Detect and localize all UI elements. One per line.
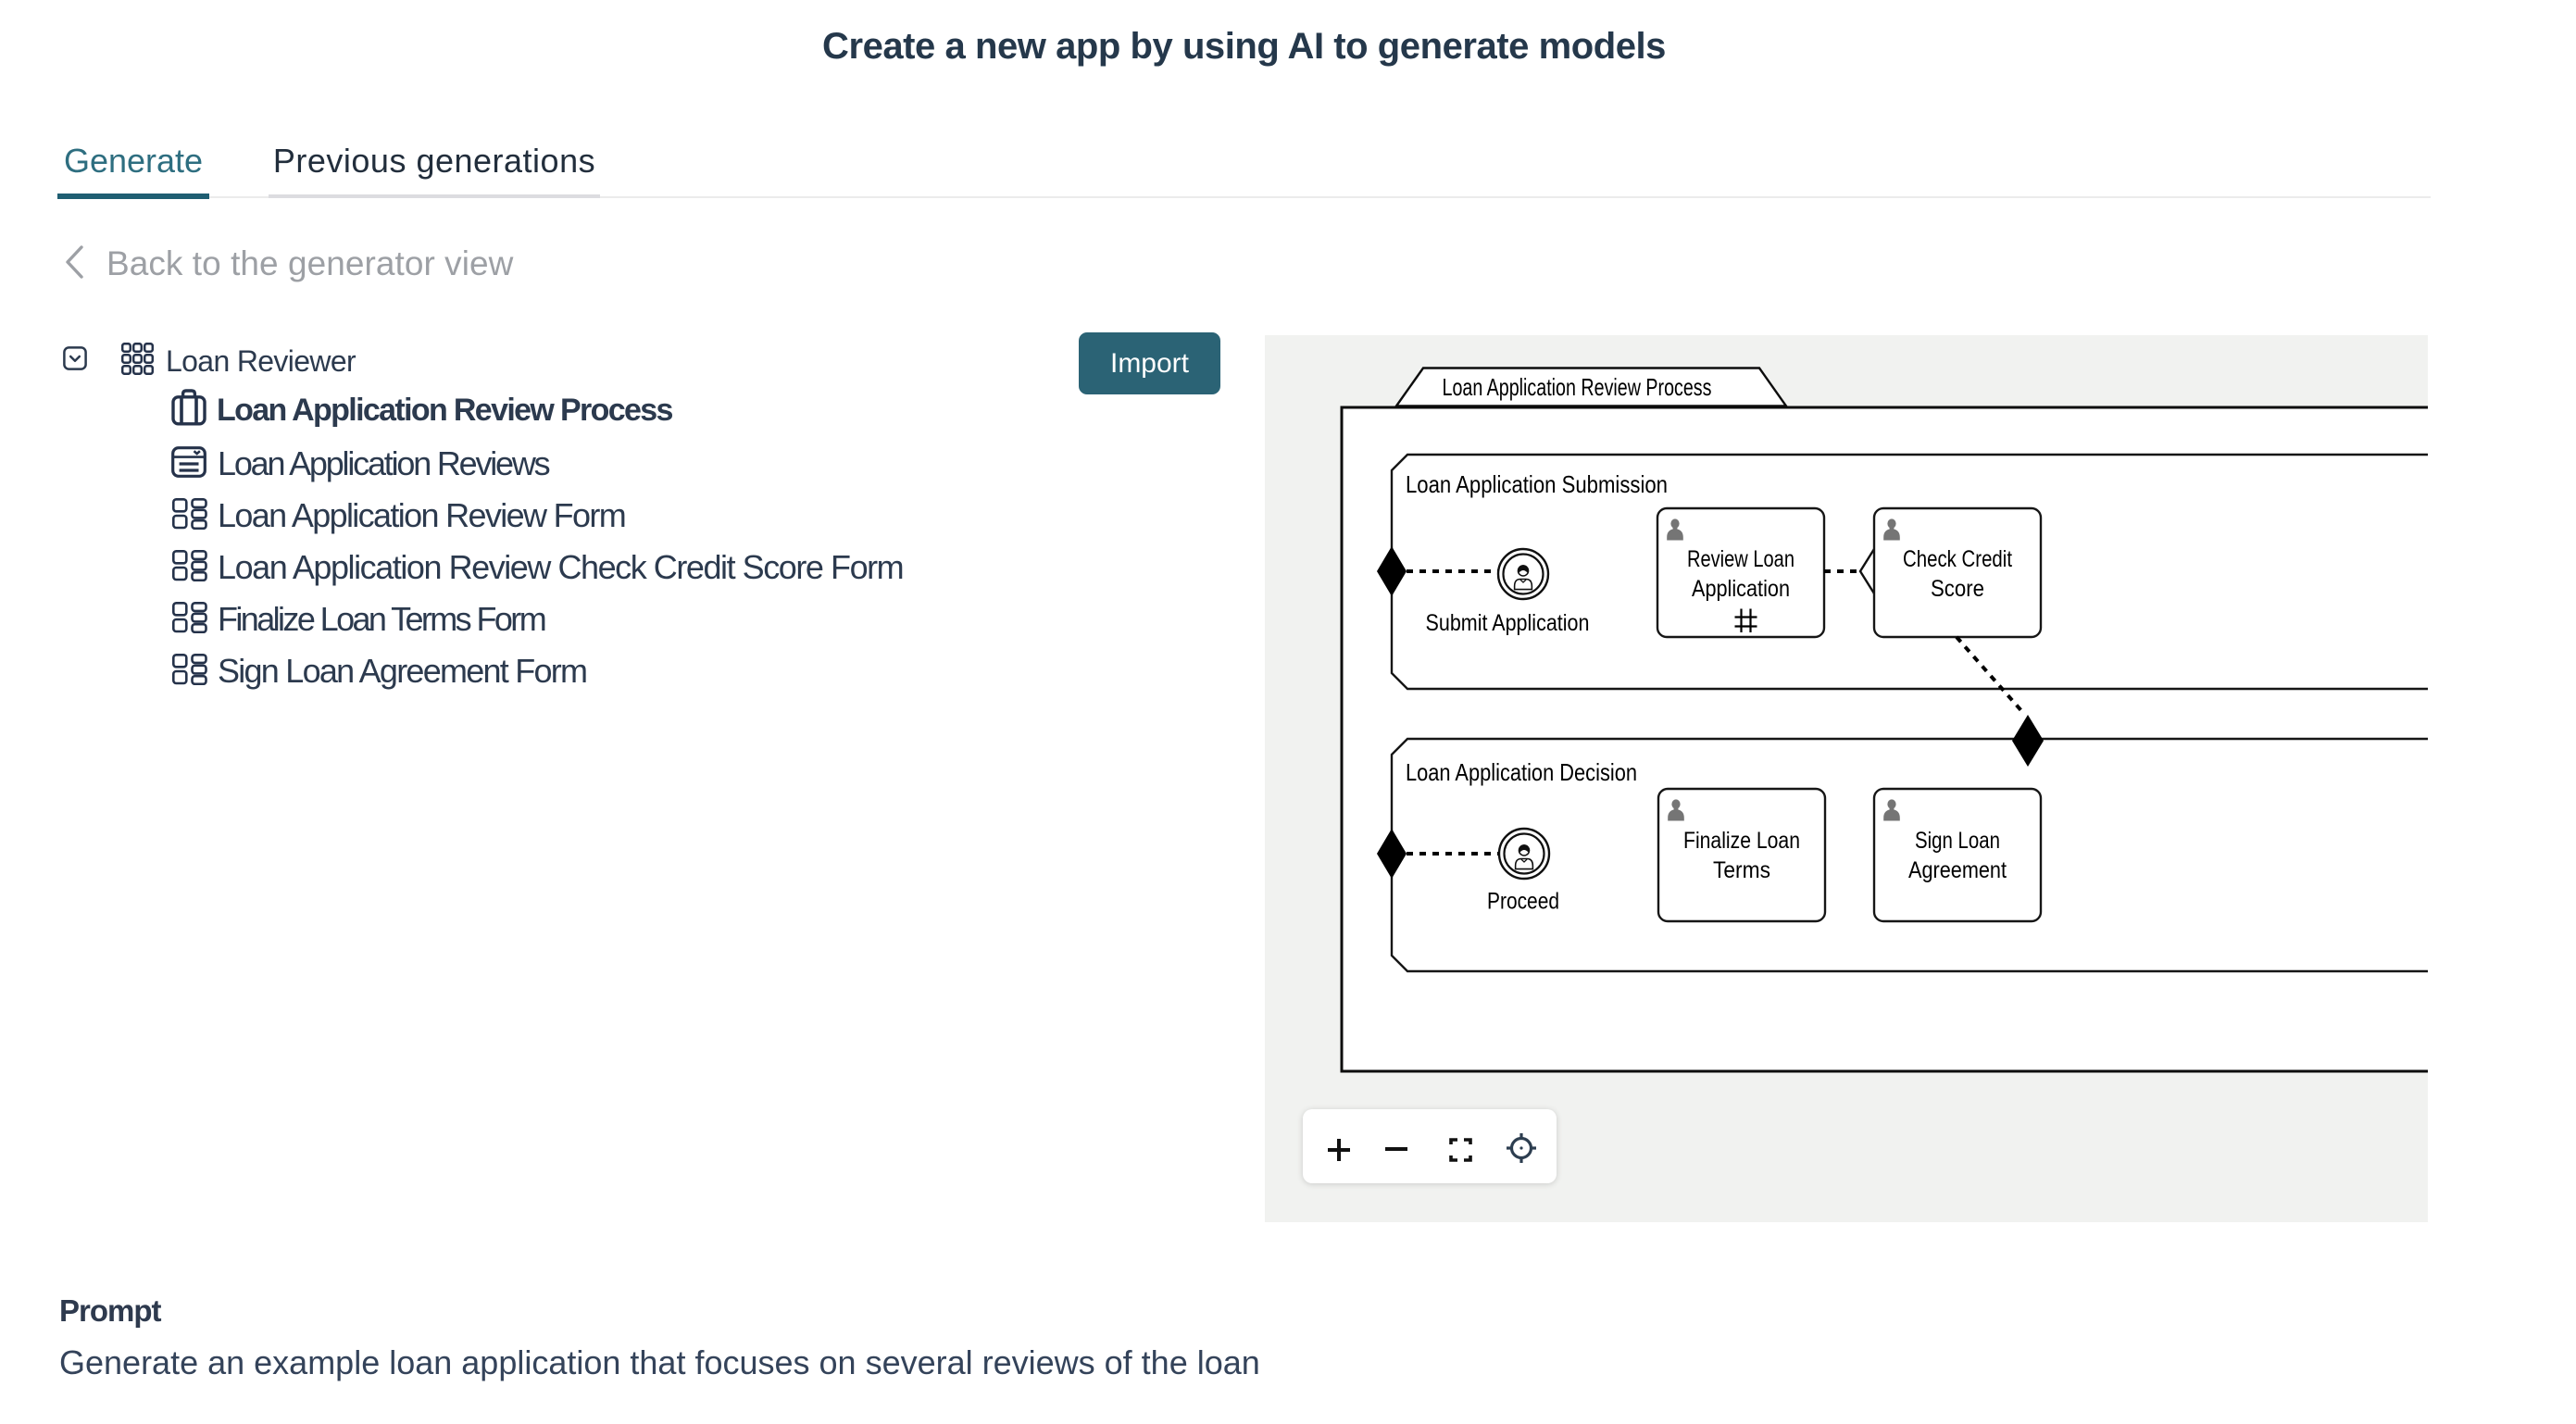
svg-text:Application: Application (1692, 576, 1790, 602)
svg-text:Loan Application Submission: Loan Application Submission (1406, 470, 1668, 498)
svg-text:Score: Score (1931, 576, 1984, 602)
svg-text:Agreement: Agreement (1908, 857, 2007, 883)
svg-text:Finalize Loan: Finalize Loan (1683, 828, 1800, 854)
svg-text:Check Credit: Check Credit (1903, 546, 2012, 572)
svg-text:Sign Loan: Sign Loan (1915, 828, 2000, 854)
svg-text:Terms: Terms (1713, 857, 1770, 883)
svg-text:Loan Application Decision: Loan Application Decision (1406, 758, 1637, 786)
svg-text:Review Loan: Review Loan (1687, 546, 1794, 572)
svg-text:Proceed: Proceed (1487, 889, 1559, 915)
svg-text:Submit Application: Submit Application (1426, 610, 1590, 636)
svg-text:Loan Application Review Proces: Loan Application Review Process (1443, 373, 1712, 401)
